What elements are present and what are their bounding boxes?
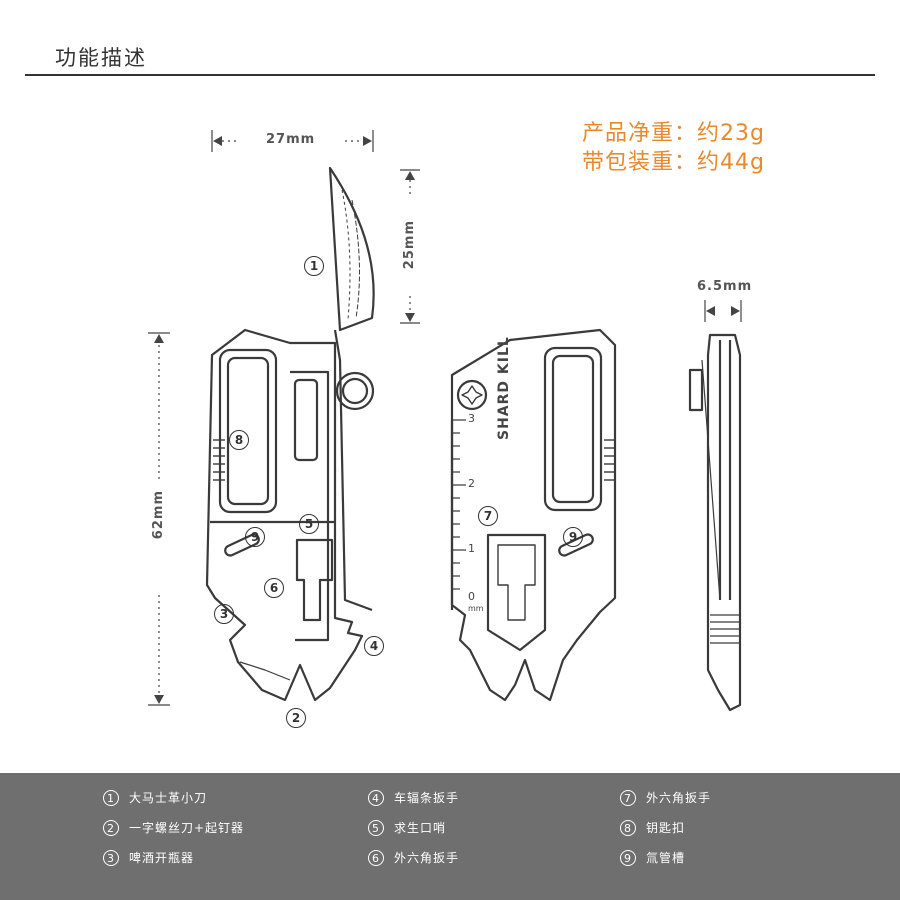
legend-number: 1 <box>103 789 119 806</box>
header-divider <box>25 74 875 76</box>
packaged-weight: 带包装重：约44g <box>582 150 765 175</box>
callout-9-left: 9 <box>245 527 265 547</box>
ruler-label-2: 2 <box>468 477 475 490</box>
callout-2: 2 <box>286 708 306 728</box>
callout-1: 1 <box>304 256 324 276</box>
legend-item: 9 氚管槽 <box>620 849 685 866</box>
legend-label: 大马士革小刀 <box>129 791 208 805</box>
right-hex-wrench <box>486 533 547 652</box>
legend-number: 2 <box>103 819 119 836</box>
side-clip <box>688 368 704 412</box>
ruler-label-0: 0 <box>468 590 475 603</box>
blade-pivot <box>335 371 375 411</box>
legend-item: 7 外六角扳手 <box>620 789 711 806</box>
legend-label: 求生口哨 <box>394 821 447 835</box>
right-keyring-slot <box>543 346 603 512</box>
legend-panel: 1 大马士革小刀 2 一字螺丝刀+起钉器 3 啤酒开瓶器 4 车辐条扳手 5 求… <box>0 773 900 900</box>
legend-item: 5 求生口哨 <box>368 819 446 836</box>
ruler-unit: mm <box>468 604 484 613</box>
legend-item: 4 车辐条扳手 <box>368 789 459 806</box>
callout-8: 8 <box>229 430 249 450</box>
callout-3: 3 <box>214 604 234 624</box>
legend-number: 5 <box>368 819 384 836</box>
ruler-label-3: 3 <box>468 412 475 425</box>
legend-label: 车辐条扳手 <box>394 791 460 805</box>
legend-number: 9 <box>620 849 636 866</box>
torx-screw <box>456 379 488 411</box>
legend-label: 外六角扳手 <box>646 791 712 805</box>
ruler-label-1: 1 <box>468 542 475 555</box>
legend-number: 3 <box>103 849 119 866</box>
legend-label: 啤酒开瓶器 <box>129 851 195 865</box>
thickness-dimension: 6.5mm <box>697 279 753 294</box>
legend-label: 钥匙扣 <box>646 821 686 835</box>
right-tool-body <box>450 328 617 702</box>
whistle <box>293 378 319 462</box>
callout-7: 7 <box>478 506 498 526</box>
side-profile <box>706 333 742 712</box>
legend-label: 氚管槽 <box>646 851 686 865</box>
brand-logo: SHARD KILL <box>496 336 512 440</box>
blade-length-dimension: 25mm <box>402 220 417 270</box>
product-diagram <box>148 130 742 712</box>
page-title: 功能描述 <box>55 46 147 70</box>
legend-number: 7 <box>620 789 636 806</box>
width-dimension: 27mm <box>266 132 316 147</box>
legend-number: 4 <box>368 789 384 806</box>
callout-4: 4 <box>364 636 384 656</box>
legend-item: 8 钥匙扣 <box>620 819 685 836</box>
legend-item: 6 外六角扳手 <box>368 849 459 866</box>
damascus-blade <box>328 166 375 332</box>
body-length-dimension: 62mm <box>151 490 166 540</box>
callout-9-right: 9 <box>563 527 583 547</box>
legend-number: 6 <box>368 849 384 866</box>
callout-5: 5 <box>299 514 319 534</box>
left-tool-body <box>205 328 364 702</box>
legend-item: 2 一字螺丝刀+起钉器 <box>103 819 244 836</box>
ruler-ticks <box>452 419 466 590</box>
legend-item: 3 啤酒开瓶器 <box>103 849 194 866</box>
net-weight: 产品净重：约23g <box>582 121 765 146</box>
legend-number: 8 <box>620 819 636 836</box>
callout-6: 6 <box>264 578 284 598</box>
left-hex-wrench <box>295 538 334 622</box>
legend-label: 一字螺丝刀+起钉器 <box>129 821 245 835</box>
legend-label: 外六角扳手 <box>394 851 460 865</box>
left-keyring-slot <box>218 348 278 514</box>
legend-item: 1 大马士革小刀 <box>103 789 207 806</box>
